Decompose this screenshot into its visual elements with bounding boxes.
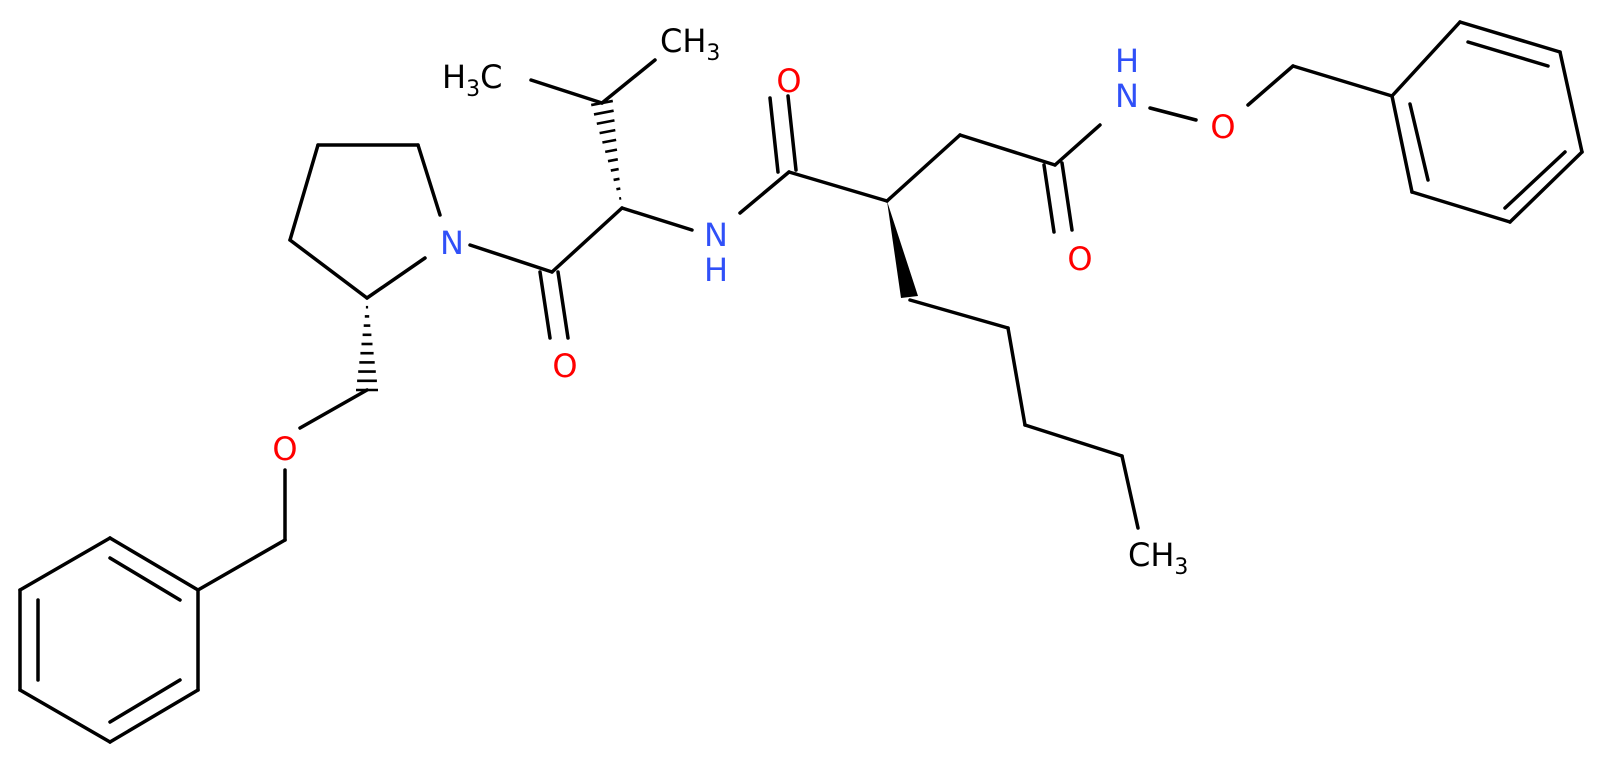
oxygen-atom-label: O [776,62,801,100]
bond [1458,20,1562,54]
bond [18,536,112,592]
hash-line [607,158,619,163]
bond [288,143,320,242]
hashed-wedge-bond [590,99,622,200]
bond [18,688,112,744]
bond [1246,64,1295,107]
wedge-bond [887,201,918,298]
bond [1148,106,1198,122]
bond [1042,163,1056,234]
bond [600,58,657,105]
bond [1053,123,1102,167]
bond [786,94,798,172]
bond [1006,326,1027,427]
hash-line [593,109,614,116]
hash-line [596,119,615,126]
bond-inner [108,556,182,602]
bond [468,243,554,274]
hydrogen-atom-label: H [1115,42,1139,80]
bond [556,270,570,340]
bond [298,388,369,430]
bond [1060,161,1074,232]
bond [768,96,780,174]
oxygen-atom-label: O [272,430,297,468]
bond [1410,190,1512,224]
bond [908,298,1010,330]
bond [1291,64,1394,98]
bond [958,133,1057,167]
bond [1508,150,1584,224]
oxygen-atom-label: O [1210,108,1235,146]
bond [108,536,200,592]
methyl-group-label: CH3 [1128,536,1188,580]
bond-inner [1466,40,1550,68]
hash-line [599,128,616,135]
oxygen-atom-label: O [1067,240,1092,278]
bond [1558,50,1584,154]
bonds [18,20,1584,744]
bond [108,688,200,744]
bond [288,238,369,300]
hydrogen-atom-label: H [704,251,728,289]
hashed-wedge-bond [356,305,378,392]
bond [529,78,604,105]
hash-line [613,177,620,182]
bond [885,133,962,203]
hash-line [604,148,618,154]
hash-line [590,99,614,107]
bond-inner [1503,150,1567,210]
nitrogen-atom-label: N [1115,77,1139,115]
bond [416,143,442,217]
bond [365,256,427,300]
hash-line [602,138,617,144]
bond [1390,94,1414,194]
bond [550,206,624,274]
bond [1023,423,1124,458]
atom-labels: O O O O O N N H H N CH3 H3C CH3 [272,22,1235,580]
bond [196,538,287,592]
bond-inner [1408,102,1430,182]
nitrogen-atom-label: N [440,224,464,262]
methyl-group-label: CH3 [660,22,720,66]
nitrogen-atom-label: N [704,216,728,254]
bond [538,270,552,340]
oxygen-atom-label: O [552,347,577,385]
bond [620,206,694,232]
methyl-group-label: H3C [442,58,502,102]
bond-inner [108,678,182,724]
bond [787,170,889,203]
bond [1390,20,1462,98]
bond [1120,454,1140,530]
bond [738,170,791,215]
hash-line [616,187,621,191]
hash-line [610,167,619,172]
